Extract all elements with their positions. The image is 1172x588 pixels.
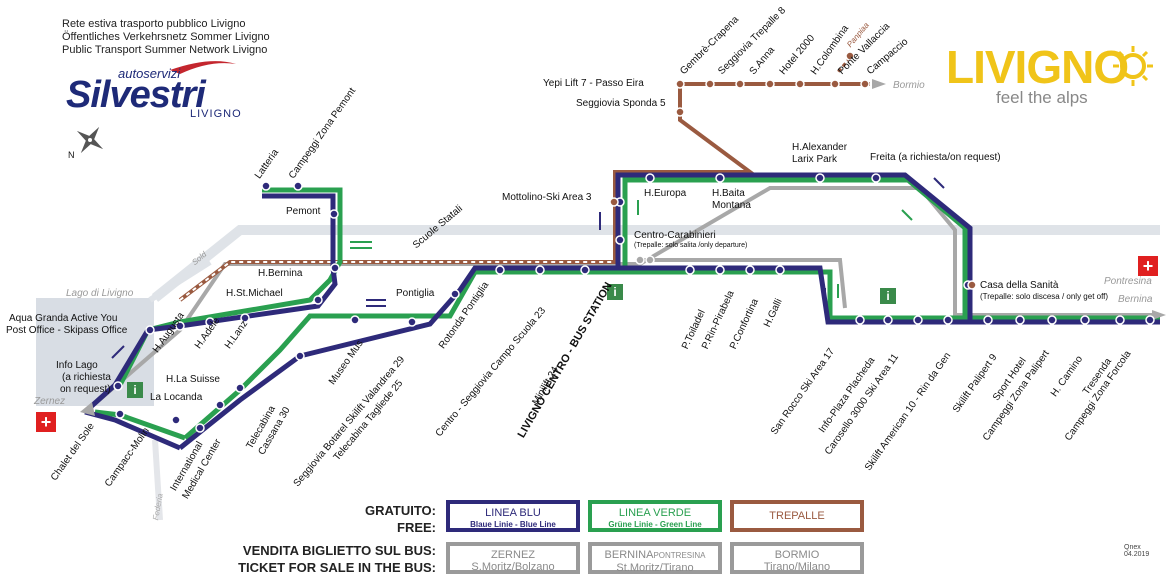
stop-casa-sanita-note: (Trepalle: solo discesa / only get off)	[980, 292, 1109, 301]
blue-line-main	[178, 265, 1160, 450]
dest-zernez: Zernez	[34, 396, 66, 407]
stop-pemont: Pemont	[286, 206, 321, 217]
legend-linea-blu: LINEA BLU Blaue Linie - Blue Line	[446, 500, 580, 532]
info-icon: i	[880, 288, 896, 304]
direction-arrows	[111, 177, 945, 359]
legend-bormio: BORMIO Tirano/Milano	[730, 542, 864, 574]
trepalle-colombina-spur	[836, 57, 852, 73]
legend-free-en: FREE:	[397, 520, 436, 535]
stop-markers	[113, 173, 1155, 433]
legend-bernina-title2: PONTRESINA	[653, 551, 706, 560]
road-background-2	[148, 259, 212, 303]
legend-free-it: GRATUITO:	[364, 503, 436, 518]
green-line-north	[622, 177, 968, 318]
header-line-en: Public Transport Summer Network Livigno	[62, 44, 268, 56]
operator-place: LIVIGNO	[190, 108, 242, 120]
stop-h-alexander: H.Alexander	[792, 142, 848, 153]
legend-bernina-title: BERNINA	[604, 549, 654, 561]
brand-name: LIVIGNO	[946, 41, 1129, 93]
legend-verde-sub: Grüne Linie - Green Line	[608, 520, 702, 529]
stop-aqua-granda: Aqua Granda Active You	[9, 313, 118, 324]
stop-mottolino: Mottolino-Ski Area 3	[502, 192, 592, 203]
sun-icon	[1113, 46, 1153, 86]
stop-freita: Freita (a richiesta/on request)	[870, 152, 1001, 163]
grey-stop-markers	[635, 255, 655, 265]
stop-info-lago-note1: (a richiesta	[62, 372, 111, 383]
stop-pontiglia: Pontiglia	[396, 288, 435, 299]
legend-linea-verde: LINEA VERDE Grüne Linie - Green Line	[588, 500, 722, 532]
legend-zernez: ZERNEZ S.Moritz/Bolzano	[446, 542, 580, 574]
stop-post-office: Post Office - Skipass Office	[6, 325, 128, 336]
stop-centro-carabinieri: Centro-Carabinieri	[634, 230, 716, 241]
header-line-it: Rete estiva trasporto pubblico Livigno	[62, 18, 246, 30]
stop-larix-park: Larix Park	[792, 154, 838, 165]
info-icon: i	[607, 284, 623, 300]
stop-h-baita: H.Baita	[712, 188, 745, 199]
credit-date: 04.2019	[1124, 551, 1150, 558]
info-icon: i	[127, 382, 143, 398]
legend-bormio-sub: Tirano/Milano	[763, 561, 831, 573]
operator-prefix: autoservizi	[118, 66, 181, 81]
operator-swoosh	[170, 61, 236, 74]
stop-casa-sanita: Casa della Sanità	[980, 280, 1059, 291]
stop-yepi-lift: Yepi Lift 7 - Passo Eira	[543, 78, 644, 89]
legend-bernina-sub: St.Moritz/Tirano	[616, 562, 694, 574]
stop-h-st-michael: H.St.Michael	[226, 288, 283, 299]
grey-line-branch	[640, 258, 847, 309]
legend-ticket-en: TICKET FOR SALE IN THE BUS:	[238, 560, 436, 575]
swiss-flag-zernez: +	[36, 412, 56, 432]
dest-lago: Lago di Livigno	[66, 288, 134, 299]
dest-bernina: Bernina	[1118, 294, 1153, 305]
trepalle-stop-markers	[609, 51, 977, 290]
stop-info-lago-note2: on request)	[60, 384, 111, 395]
credit: Qnex 04.2019	[1124, 544, 1149, 558]
stop-h-bernina: H.Bernina	[258, 268, 303, 279]
legend-blu-sub: Blaue Linie - Blue Line	[470, 520, 556, 529]
legend-trepalle: TREPALLE	[730, 500, 864, 532]
road-federia	[152, 439, 163, 521]
arrow-pontresina	[1152, 310, 1166, 320]
legend-blu-title: LINEA BLU	[485, 507, 541, 519]
legend-verde-title: LINEA VERDE	[618, 507, 692, 519]
legend-bormio-title: BORMIO	[774, 549, 820, 561]
brand-tagline: feel the alps	[996, 88, 1088, 107]
stop-la-locanda: La Locanda	[150, 392, 203, 403]
blue-line-sw	[84, 409, 181, 451]
legend-zernez-title: ZERNEZ	[491, 549, 535, 561]
stop-seggiovia-sponda: Seggiovia Sponda 5	[576, 98, 666, 109]
operator-name: Silvestri	[66, 74, 206, 116]
dest-bormio: Bormio	[893, 80, 925, 91]
stop-h-la-suisse: H.La Suisse	[166, 374, 220, 385]
compass-rose	[76, 126, 104, 154]
map-header: Rete estiva trasporto pubblico Livigno Ö…	[62, 18, 270, 57]
blue-line-west	[83, 193, 338, 414]
legend-ticket: VENDITA BIGLIETTO SUL BUS: TICKET FOR SA…	[236, 542, 436, 576]
stop-carabinieri-note: (Trepalle: solo salita /only departure)	[634, 242, 748, 249]
stop-montana: Montana	[712, 200, 751, 211]
arrow-bormio	[872, 79, 886, 89]
trepalle-line	[178, 82, 870, 302]
legend-bernina: BERNINAPONTRESINA St.Moritz/Tirano	[588, 542, 722, 574]
stop-h-europa: H.Europa	[644, 188, 687, 199]
stop-info-lago: Info Lago	[56, 360, 98, 371]
grey-line	[88, 186, 1160, 410]
dest-pontresina: Pontresina	[1104, 276, 1152, 287]
green-line-main	[183, 269, 1160, 440]
legend-trepalle-title: TREPALLE	[769, 510, 825, 522]
header-line-de: Öffentliches Verkehrsnetz Sommer Livigno	[62, 31, 270, 43]
legend-zernez-sub: S.Moritz/Bolzano	[471, 561, 555, 573]
credit-author: Qnex	[1124, 544, 1141, 551]
swiss-flag-pontresina: +	[1138, 256, 1158, 276]
arrow-zernez	[80, 402, 95, 416]
legend-free: GRATUITO: FREE:	[236, 502, 436, 536]
legend-ticket-it: VENDITA BIGLIETTO SUL BUS:	[242, 543, 436, 558]
compass-north: N	[68, 150, 75, 160]
road-background	[151, 225, 1160, 302]
